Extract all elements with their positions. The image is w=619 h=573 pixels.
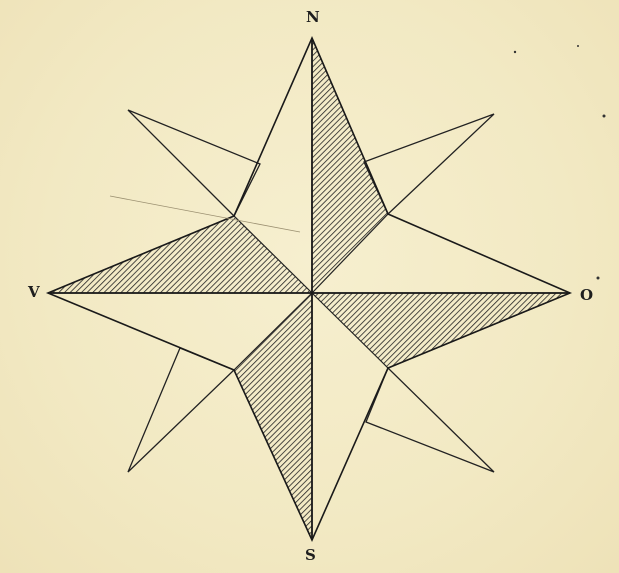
ray-southwest	[128, 348, 234, 472]
east-label: O	[580, 288, 593, 303]
south-label: S	[305, 548, 316, 563]
shaded-ray-halves	[48, 38, 570, 540]
north-label: N	[306, 10, 320, 25]
east-ray-shaded-half	[312, 293, 570, 368]
ray-southeast	[366, 368, 494, 472]
west-label: V	[28, 285, 40, 300]
south-ray-shaded-half	[234, 293, 312, 540]
stray-marks	[110, 196, 300, 232]
west-ray-shaded-half	[48, 216, 312, 293]
ray-northeast	[364, 114, 494, 214]
small-specks	[514, 45, 606, 280]
north-ray-shaded-half	[312, 38, 388, 293]
